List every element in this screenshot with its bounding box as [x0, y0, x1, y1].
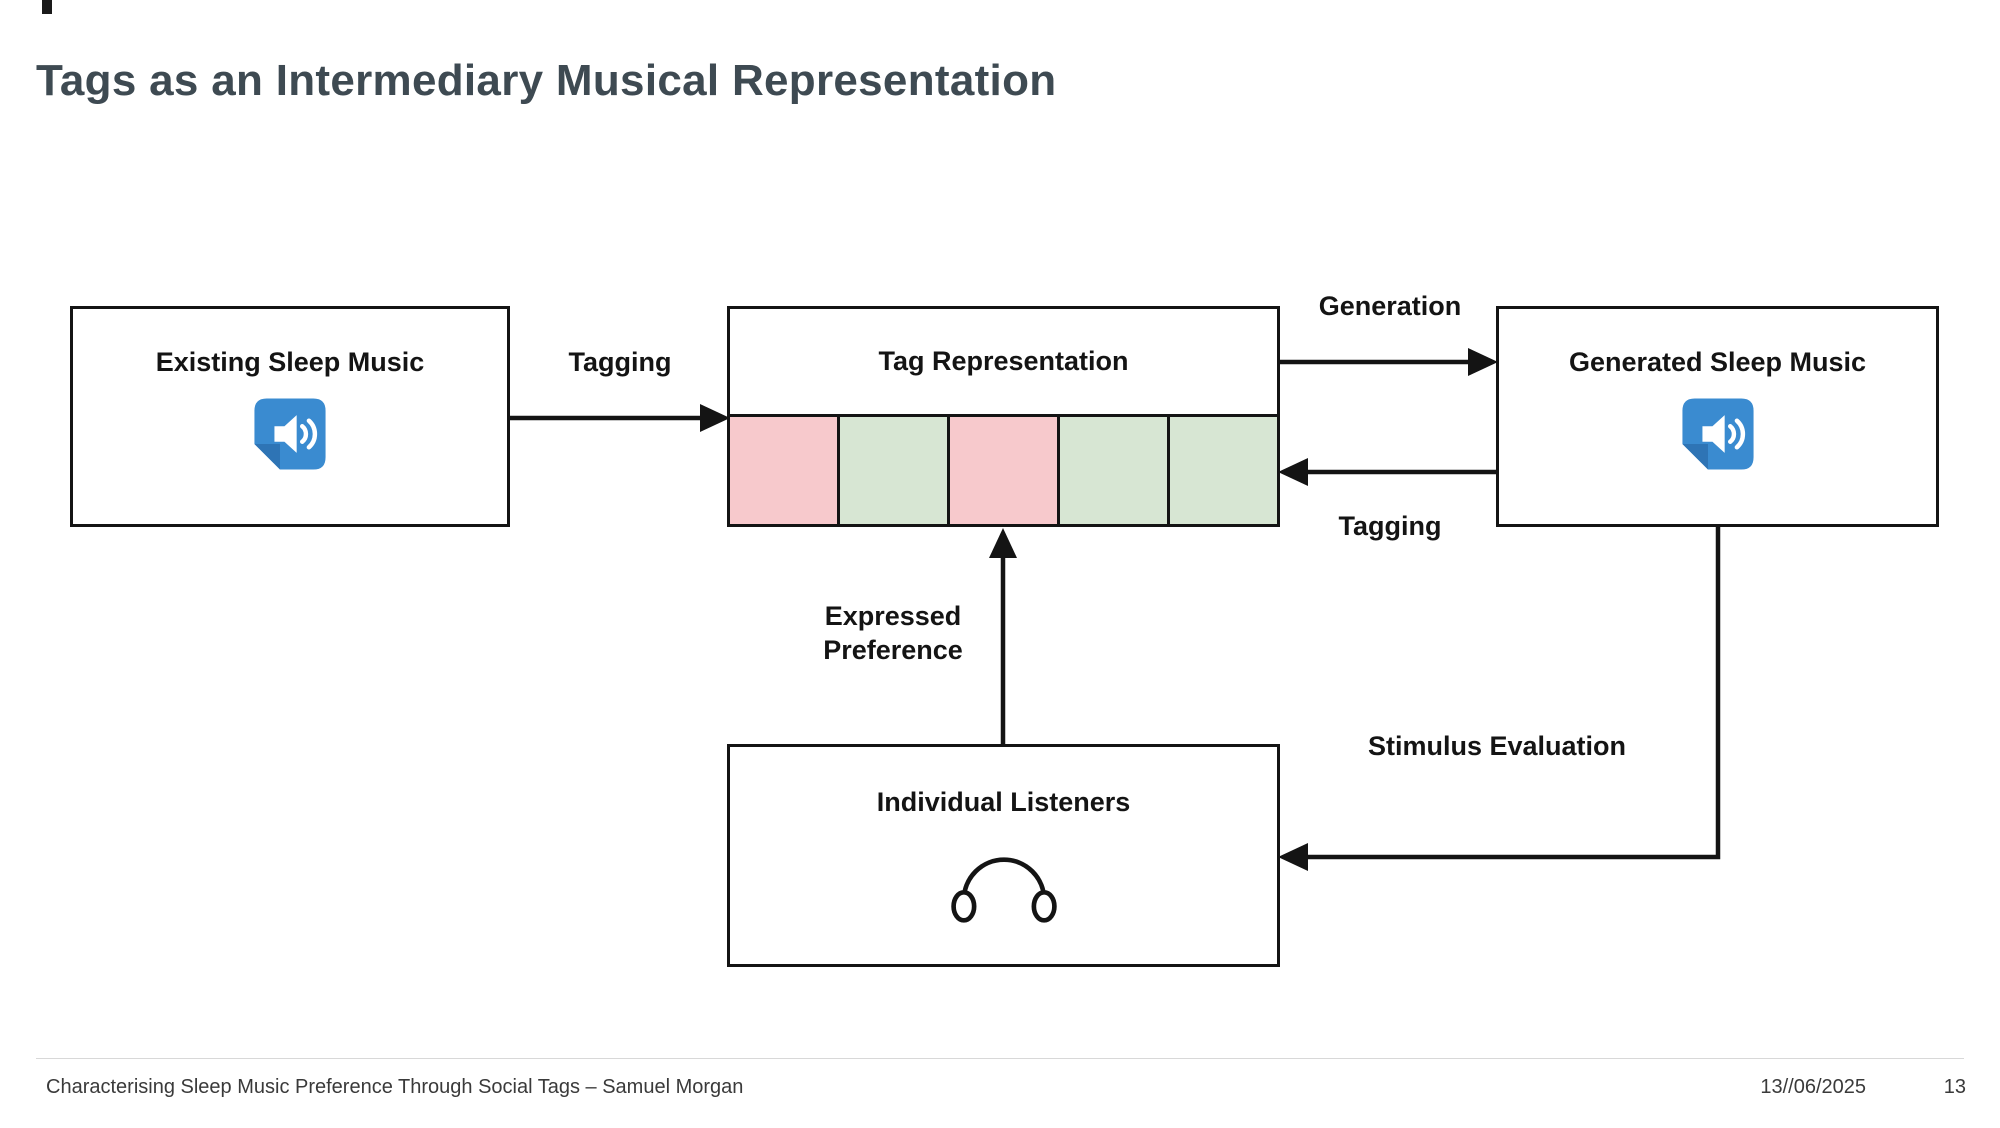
headphones-icon	[950, 857, 1057, 923]
arrow-expressed-preference	[989, 528, 1017, 744]
footer-page-number: 13	[1943, 1076, 1966, 1098]
generated-box-label: Generated Sleep Music	[1568, 347, 1867, 377]
box-tag-representation: Tag Representation	[727, 306, 1280, 527]
label-tagging-back: Tagging	[1338, 511, 1442, 541]
tag-cell-2	[840, 417, 950, 524]
slide-title: Tags as an Intermediary Musical Represen…	[36, 56, 1057, 105]
file-fold	[1681, 444, 1708, 470]
label-generation: Generation	[1318, 291, 1462, 321]
ear-cup-right	[1031, 890, 1057, 923]
ear-cup-left	[950, 890, 976, 923]
arrow-stimulus-evaluation	[1278, 527, 1721, 871]
tag-cells	[730, 414, 1277, 524]
footer-divider	[36, 1058, 1964, 1059]
box-existing-sleep-music: Existing Sleep Music	[70, 306, 510, 527]
sound-wave-large	[1734, 418, 1745, 450]
tag-representation-header: Tag Representation	[730, 309, 1277, 414]
audio-file-icon	[1681, 398, 1754, 470]
footer-credit: Characterising Sleep Music Preference Th…	[46, 1076, 744, 1098]
headband	[961, 857, 1046, 900]
sound-wave-small	[1727, 424, 1736, 444]
sound-wave-large	[306, 418, 318, 450]
footer-date: 13//06/2025	[1760, 1076, 1866, 1098]
tag-representation-label: Tag Representation	[878, 346, 1129, 376]
box-generated-sleep-music: Generated Sleep Music	[1496, 306, 1939, 527]
label-tagging-in: Tagging	[568, 347, 672, 377]
label-stimulus-evaluation: Stimulus Evaluation	[1367, 731, 1627, 761]
tag-cell-3	[950, 417, 1060, 524]
tag-cell-5	[1170, 417, 1277, 524]
speaker-glyph	[274, 415, 297, 453]
existing-box-label: Existing Sleep Music	[155, 347, 425, 377]
top-left-tick	[42, 0, 52, 14]
box-individual-listeners: Individual Listeners	[727, 744, 1280, 967]
sound-wave-small	[300, 424, 309, 444]
arrow-tagging-back	[1278, 458, 1496, 486]
tag-cell-1	[730, 417, 840, 524]
label-expressed-preference: Expressed Preference	[823, 601, 963, 665]
tag-cell-4	[1060, 417, 1170, 524]
audio-file-icon	[254, 398, 326, 470]
listeners-box-label: Individual Listeners	[876, 787, 1131, 817]
arrow-tagging-in	[510, 404, 730, 432]
speaker-glyph	[1701, 415, 1725, 453]
arrow-generation	[1280, 348, 1498, 376]
file-fold	[254, 444, 280, 470]
